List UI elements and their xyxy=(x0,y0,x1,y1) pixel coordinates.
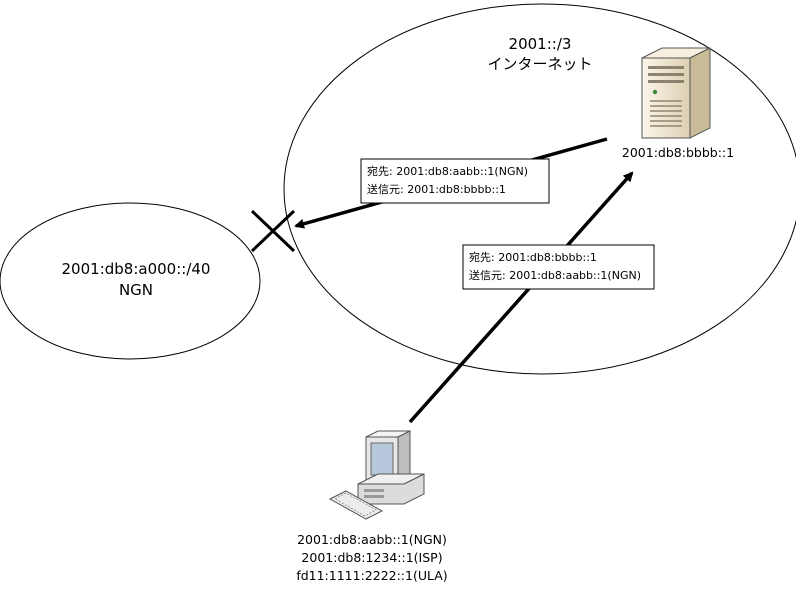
server-icon xyxy=(641,47,711,139)
reply-packet-src: 送信元: 2001:db8:bbbb::1 xyxy=(367,182,506,196)
block-x-icon xyxy=(250,209,296,253)
internet-cloud xyxy=(283,3,796,375)
client-address-ngn: 2001:db8:aabb::1(NGN) xyxy=(297,532,447,547)
internet-prefix: 2001::/3 xyxy=(509,35,572,53)
request-arrow xyxy=(408,171,634,424)
reply-packet-dst: 宛先: 2001:db8:aabb::1(NGN) xyxy=(367,164,528,178)
computer-icon xyxy=(328,430,425,520)
ngn-cloud xyxy=(0,202,261,360)
internet-name: インターネット xyxy=(487,55,592,73)
request-packet-dst: 宛先: 2001:db8:bbbb::1 xyxy=(469,250,597,264)
ngn-prefix: 2001:db8:a000::/40 xyxy=(62,260,211,278)
server-address: 2001:db8:bbbb::1 xyxy=(622,145,734,160)
ngn-name: NGN xyxy=(119,281,153,299)
client-address-ula: fd11:1111:2222::1(ULA) xyxy=(296,568,447,583)
reply-packet-box: 宛先: 2001:db8:aabb::1(NGN) 送信元: 2001:db8:… xyxy=(360,158,550,204)
client-address-isp: 2001:db8:1234::1(ISP) xyxy=(301,550,442,565)
request-packet-src: 送信元: 2001:db8:aabb::1(NGN) xyxy=(469,268,641,282)
request-packet-box: 宛先: 2001:db8:bbbb::1 送信元: 2001:db8:aabb:… xyxy=(462,244,655,290)
